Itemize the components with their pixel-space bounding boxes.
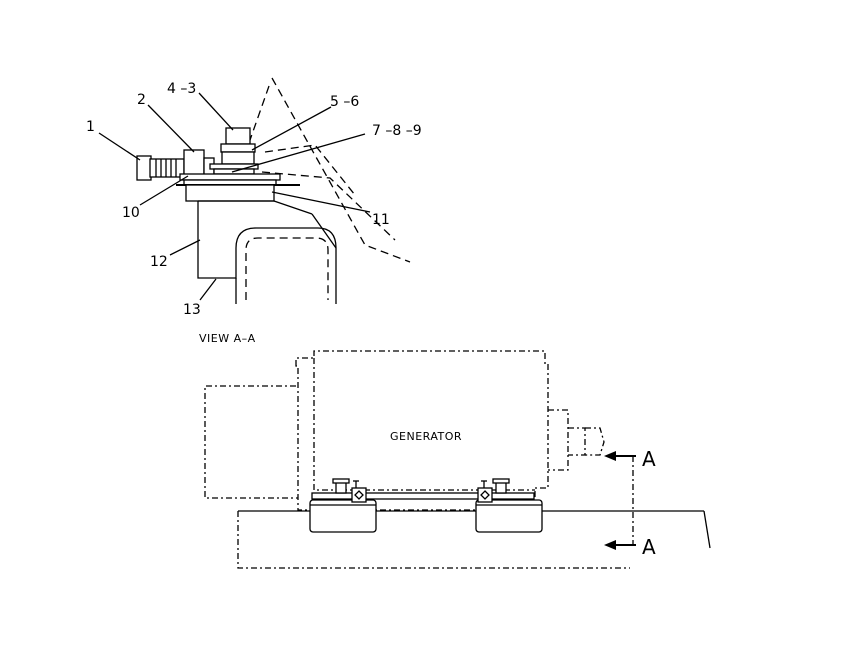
bolt-threads [155, 159, 177, 177]
washer-top [220, 143, 256, 153]
callout-12: 12 [150, 254, 168, 270]
isolator-pad [475, 499, 543, 533]
section-line-a-a: A A [604, 447, 656, 559]
bolt-shank [149, 158, 185, 178]
hidden-frame-line [261, 171, 396, 241]
arrow-left-icon [604, 451, 616, 461]
isolator-pad [309, 499, 377, 533]
adjust-screw [351, 487, 367, 503]
mounting-rail [311, 492, 535, 500]
leader-lines [98, 92, 371, 301]
generator-shaft-end [585, 427, 605, 456]
generator-outline [295, 350, 549, 511]
hidden-frame-line [271, 77, 411, 263]
callout-1: 1 [86, 119, 95, 135]
generator-assembly: GENERATOR [204, 350, 711, 569]
callout-10: 10 [122, 205, 140, 221]
callout-13: 13 [183, 302, 201, 318]
hidden-channel [245, 237, 329, 300]
mount-body [197, 201, 337, 304]
callout-7-8-9: 7 –8 –9 [372, 123, 422, 139]
isolator-mount-right [475, 478, 543, 533]
diamond-icon [354, 490, 364, 500]
mount-top-block [185, 184, 275, 202]
mount-slope [311, 213, 337, 249]
generator-label: GENERATOR [390, 430, 462, 443]
mount-slope [273, 200, 313, 215]
callout-11: 11 [372, 212, 390, 228]
generator-end-housing [204, 385, 298, 499]
generator-flange [548, 409, 569, 471]
section-mark-upper: A [642, 447, 656, 471]
hidden-frame-line [264, 144, 356, 196]
callout-2: 2 [137, 92, 146, 108]
view-label: VIEW A–A [199, 332, 256, 345]
generator-shaft [568, 427, 586, 456]
plate-upper [179, 173, 281, 181]
hidden-frame-line [249, 85, 270, 141]
base-outline [237, 511, 630, 569]
callout-5-6: 5 –6 [330, 94, 359, 110]
arrow-left-icon [604, 540, 616, 550]
lower-nut [221, 151, 255, 165]
diamond-icon [480, 490, 490, 500]
isolator-mount-left [309, 478, 377, 533]
generator-inner-line [313, 358, 535, 491]
adjust-screw [477, 487, 493, 503]
callout-4-3: 4 –3 [167, 81, 196, 97]
section-mark-lower: A [642, 535, 656, 559]
detail-view-a-a: 1 2 4 –3 5 –6 7 –8 –9 10 11 12 13 VIEW A… [86, 77, 422, 345]
top-nut [225, 127, 251, 145]
base-break-line [703, 510, 711, 549]
